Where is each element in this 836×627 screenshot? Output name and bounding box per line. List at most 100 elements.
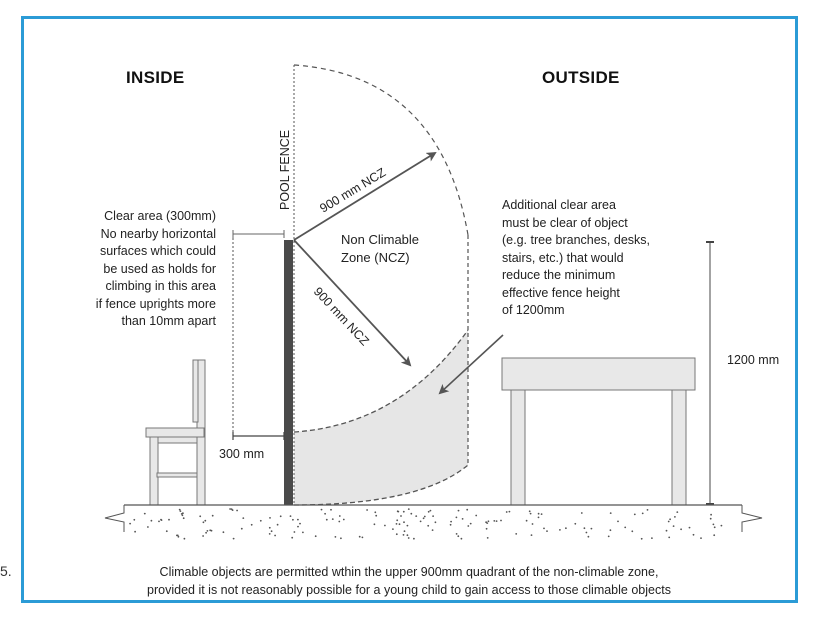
note-line: effective fence height (502, 285, 620, 300)
ground-speckle (274, 534, 276, 537)
ncz-lower-arrow (293, 239, 412, 367)
ground-speckle (583, 527, 586, 530)
ground-speckle (291, 536, 294, 539)
ground-speckle (342, 518, 345, 521)
ground-speckle (710, 513, 712, 516)
ground-speckle (403, 530, 406, 533)
ground-speckle (419, 520, 422, 523)
ground-speckle (495, 520, 498, 522)
ground-speckle (396, 519, 399, 522)
pool-fence (284, 240, 293, 505)
ground-speckle (129, 522, 132, 525)
ground-speckle (374, 511, 377, 514)
ground-speckle (211, 514, 214, 517)
chair-backrest (192, 359, 199, 423)
ground-speckle (574, 522, 577, 525)
chair-seat-apron (156, 436, 198, 444)
ground-speckle (537, 516, 540, 519)
additional-area-pointer-arrow (438, 334, 504, 395)
ground-speckle (427, 510, 430, 513)
note-line: be used as holds for (103, 261, 216, 276)
ground-speckle (398, 523, 401, 526)
ground-speckle (674, 516, 676, 518)
ground-speckle (268, 526, 271, 529)
ground-speckle (607, 535, 610, 538)
ground-speckle (320, 508, 323, 511)
ground-speckle (204, 519, 207, 522)
ground-speckle (331, 518, 334, 520)
ground-speckle (250, 523, 253, 526)
ground-speckle (402, 510, 405, 513)
ground-speckle (530, 534, 533, 536)
ground-speckle (680, 528, 682, 531)
ground-speckle (338, 520, 341, 523)
ground-speckle (486, 537, 489, 539)
ground-speckle (340, 537, 342, 540)
ground (104, 504, 763, 540)
ground-speckle (500, 519, 502, 522)
ground-speckle (183, 537, 186, 540)
ground-speckle (585, 531, 588, 534)
ground-speckle (299, 522, 301, 525)
ground-speckle (676, 511, 679, 513)
footer-note: Climable objects are permitted wthin the… (22, 563, 796, 599)
ground-speckle (540, 513, 543, 515)
ground-speckle (236, 509, 239, 512)
ground-speckle (633, 513, 636, 516)
ground-left-break (104, 505, 125, 532)
ground-speckle (641, 512, 644, 515)
lower-arrow-label: 900 mm NCZ (311, 284, 372, 348)
ncz-lower-arc (293, 329, 469, 433)
ground-speckle (324, 512, 326, 515)
ground-speckle (403, 521, 405, 524)
ground-speckle (373, 523, 376, 526)
ground-speckle (429, 509, 432, 512)
ground-speckle (406, 534, 409, 537)
note-line: must be clear of object (502, 215, 628, 230)
note-line: stairs, etc.) that would (502, 250, 624, 265)
ncz-upper-arrow (293, 151, 437, 241)
ground-speckle (206, 530, 209, 532)
height-dimension-label: 1200 mm (727, 353, 780, 367)
ground-speckle (292, 518, 294, 521)
ground-speckle (609, 512, 612, 514)
ground-speckle (134, 530, 137, 533)
ground-speckle (487, 520, 490, 523)
chair-front-leg (149, 436, 159, 506)
ground-speckle (406, 524, 409, 527)
ground-speckle (165, 530, 168, 533)
ground-speckle (505, 511, 508, 513)
ground-speckle (182, 512, 184, 515)
note-line: Clear area (300mm) (104, 209, 216, 223)
shaded-area-bottom-boundary (293, 464, 469, 506)
ground-speckle (432, 515, 434, 517)
upper-arrow-label: 900 mm NCZ (317, 165, 388, 215)
ground-speckle (222, 531, 225, 534)
inside-heading: INSIDE (126, 68, 185, 87)
ground-speckle (158, 520, 160, 523)
ground-speckle (631, 530, 634, 533)
ground-speckle (640, 537, 643, 540)
ground-speckle (361, 536, 364, 539)
ground-speckle (646, 509, 649, 511)
ground-speckle (297, 518, 299, 521)
ground-speckle (133, 518, 136, 521)
ground-speckle (176, 534, 178, 537)
ground-speckle (268, 533, 271, 535)
ground-speckle (178, 508, 181, 511)
ground-speckle (668, 536, 671, 539)
table-left-leg (510, 389, 526, 506)
ground-speckle (709, 517, 712, 520)
ground-speckle (160, 518, 162, 521)
ground-speckle (529, 512, 532, 515)
ground-speckle (469, 522, 472, 525)
ground-right-break (741, 505, 763, 532)
chair-stretcher (156, 472, 198, 478)
ground-speckle (720, 524, 723, 527)
note-line: of 1200mm (502, 303, 565, 317)
ground-speckle (209, 529, 212, 532)
ground-speckle (392, 528, 394, 530)
ground-speckle (460, 537, 463, 540)
ground-speckle (338, 515, 341, 517)
